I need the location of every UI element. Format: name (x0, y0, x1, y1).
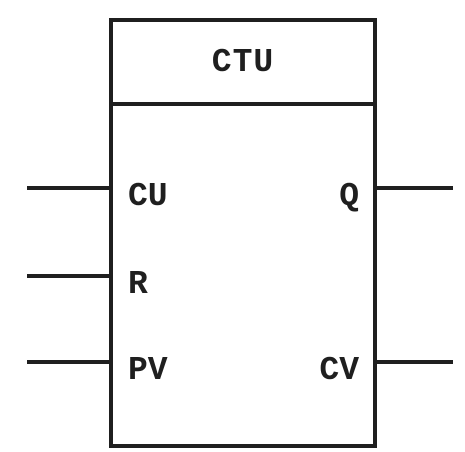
block-header: CTU (113, 22, 373, 106)
input-label-cu: CU (128, 178, 168, 215)
output-label-cv: CV (319, 352, 359, 389)
input-line-r (27, 274, 113, 278)
input-label-r: R (128, 266, 148, 303)
input-label-pv: PV (128, 352, 168, 389)
function-block: CTU CU R PV Q CV (109, 18, 377, 448)
output-line-q (373, 186, 453, 190)
output-label-q: Q (339, 178, 359, 215)
input-line-pv (27, 360, 113, 364)
block-title: CTU (211, 43, 275, 81)
input-line-cu (27, 186, 113, 190)
output-line-cv (373, 360, 453, 364)
